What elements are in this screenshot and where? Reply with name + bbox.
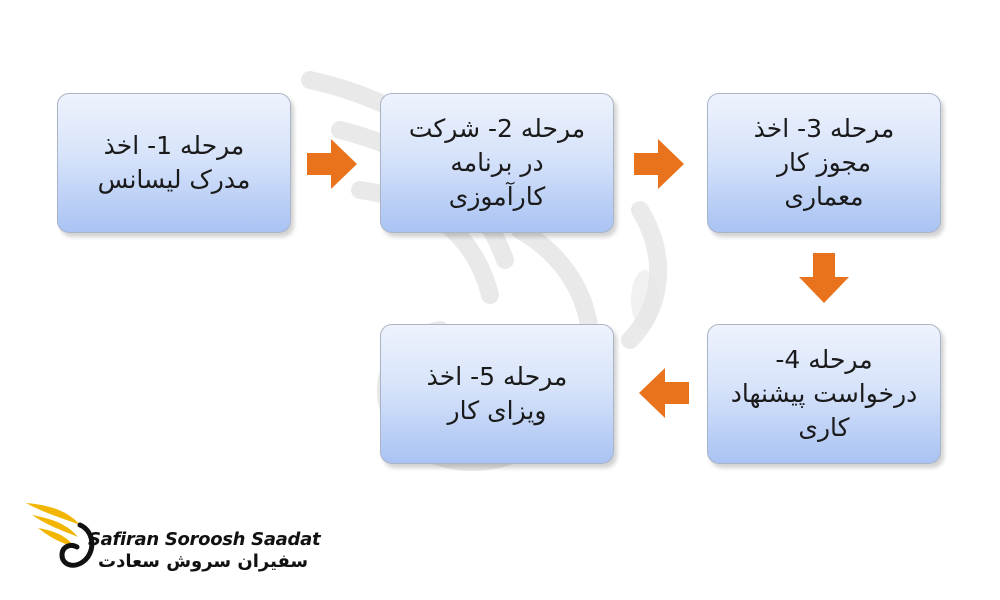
step-5-text: مرحله 5- اخذ ویزای کار bbox=[426, 362, 568, 425]
step-1-box: مرحله 1- اخذ مدرک لیسانس bbox=[57, 93, 291, 233]
arrow-right-icon bbox=[634, 139, 684, 189]
logo-name-fa: سفیران سروش سعادت bbox=[98, 551, 309, 572]
company-logo: Safiran Soroosh Saadat سفیران سروش سعادت bbox=[22, 495, 321, 585]
logo-name-en: Safiran Soroosh Saadat bbox=[88, 529, 321, 550]
step-4-box: مرحله 4- درخواست پیشنهاد کاری bbox=[707, 324, 941, 464]
step-3-text: مرحله 3- اخذ مجوز کار معماری bbox=[753, 114, 895, 211]
arrow-left-icon bbox=[639, 368, 689, 418]
step-4-text: مرحله 4- درخواست پیشنهاد کاری bbox=[730, 345, 918, 442]
logo-wing-icon bbox=[26, 503, 95, 568]
step-2-text: مرحله 2- شرکت در برنامه کارآموزی bbox=[408, 114, 586, 211]
arrow-down-icon bbox=[799, 253, 849, 303]
step-1-text: مرحله 1- اخذ مدرک لیسانس bbox=[97, 131, 251, 194]
step-5-box: مرحله 5- اخذ ویزای کار bbox=[380, 324, 614, 464]
arrow-right-icon bbox=[307, 139, 357, 189]
step-3-box: مرحله 3- اخذ مجوز کار معماری bbox=[707, 93, 941, 233]
step-2-box: مرحله 2- شرکت در برنامه کارآموزی bbox=[380, 93, 614, 233]
